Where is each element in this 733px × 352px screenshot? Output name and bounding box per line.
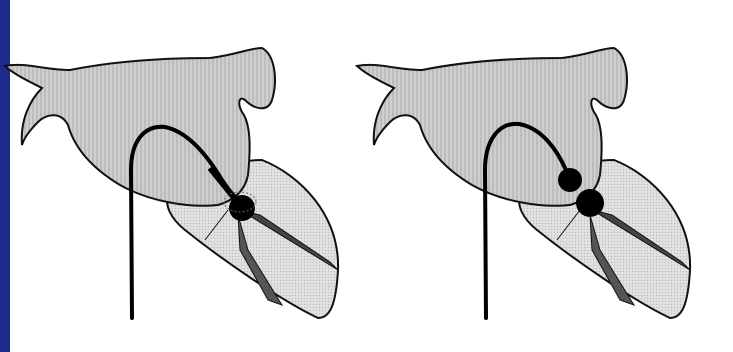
panel-left bbox=[5, 48, 338, 318]
balloon-marker-distal bbox=[576, 189, 604, 217]
atrium-body bbox=[5, 48, 275, 206]
atrium-body bbox=[357, 48, 627, 206]
panel-right bbox=[357, 48, 690, 318]
balloon-marker-proximal bbox=[558, 168, 582, 192]
balloon-marker bbox=[229, 195, 255, 221]
